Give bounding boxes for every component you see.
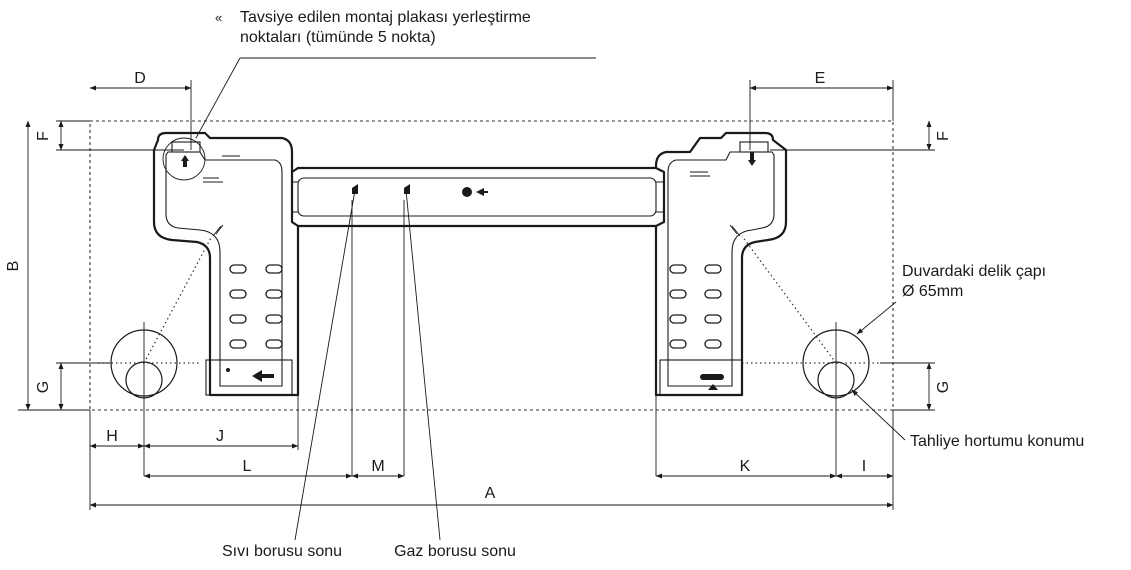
dim-label-j: J <box>216 428 224 445</box>
liquid-pipe-end-label: Sıvı borusu sonu <box>222 543 342 560</box>
mounting-plate-left <box>152 131 300 397</box>
center-bar <box>290 166 666 228</box>
note-line-1: Tavsiye edilen montaj plakası yerleştirm… <box>240 9 531 26</box>
leader-lines <box>195 57 906 541</box>
hole-diameter-label-line-1: Duvardaki delik çapı <box>902 263 1046 280</box>
dim-label-m: M <box>371 458 384 475</box>
dim-label-i: I <box>862 458 866 475</box>
note-line-2: noktaları (tümünde 5 nokta) <box>240 29 436 46</box>
note-bullet: « <box>215 10 222 25</box>
dim-label-h: H <box>106 428 118 445</box>
mounting-plate-right <box>654 131 788 397</box>
dim-label-l: L <box>243 458 252 475</box>
dim-label-b: B <box>5 261 22 272</box>
dim-label-f-right: F <box>935 131 952 141</box>
dim-label-k: K <box>740 458 751 475</box>
wall-hole-right <box>741 235 880 404</box>
wall-hole-left <box>98 235 213 404</box>
dimension-lines <box>25 85 932 508</box>
dim-label-a: A <box>485 485 496 502</box>
dim-label-g-right: G <box>935 381 952 393</box>
dim-label-g-left: G <box>35 381 52 393</box>
gas-pipe-end-label: Gaz borusu sonu <box>394 543 516 560</box>
hole-diameter-label-line-2: Ø 65mm <box>902 283 963 300</box>
drain-hose-label: Tahliye hortumu konumu <box>910 433 1084 450</box>
dim-label-e: E <box>815 70 826 87</box>
dim-label-f-left: F <box>35 131 52 141</box>
dim-label-d: D <box>134 70 146 87</box>
